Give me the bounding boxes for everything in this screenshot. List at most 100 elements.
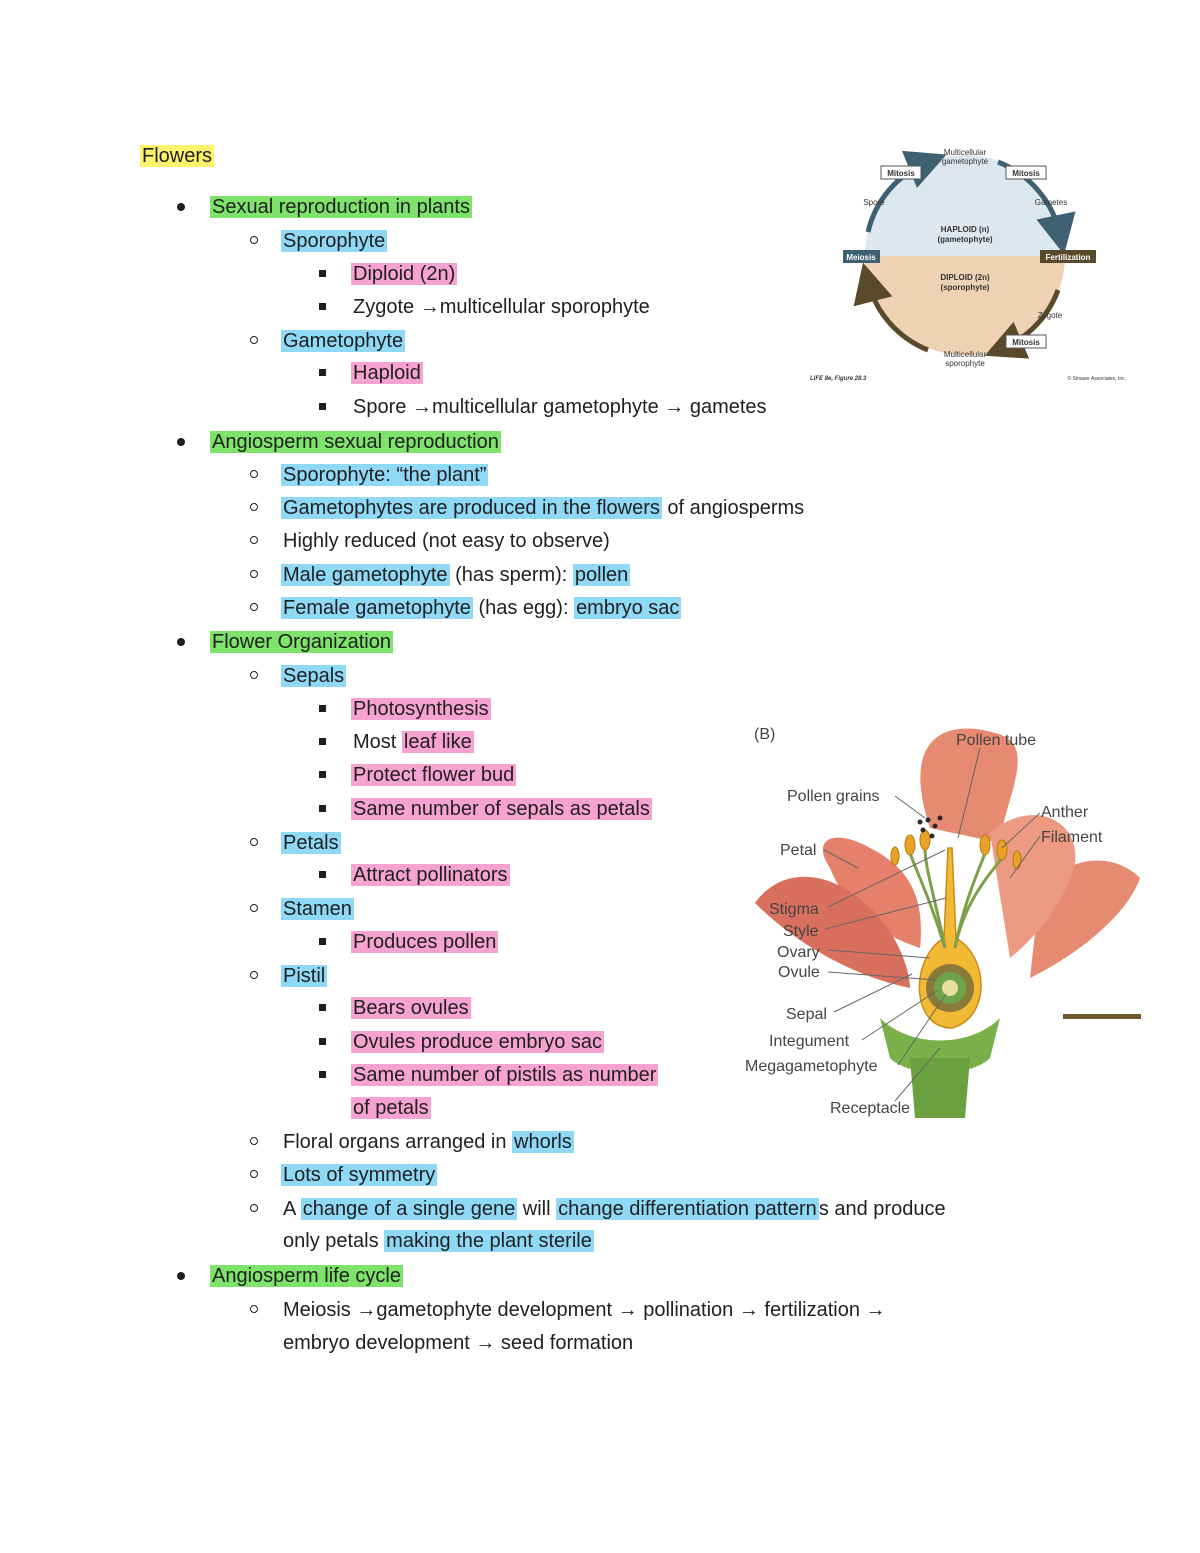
label-style: Style [783, 923, 819, 940]
label-lines [823, 747, 1041, 1102]
bullet-circle [250, 662, 260, 690]
item-pistil: Pistil [281, 962, 328, 990]
label-fertilization: Fertilization [1046, 253, 1091, 262]
figure-copyright: © Sinauer Associates, Inc. [1068, 375, 1126, 382]
item-text: Same number of sepals as petals [351, 798, 652, 820]
item-text: of petals [351, 1097, 431, 1119]
item-text: Sepals [281, 665, 347, 687]
label-gametes: Gametes [1035, 198, 1067, 207]
label-mc-gametophyte: Multicellular [944, 148, 987, 157]
bullet-dot [177, 193, 187, 221]
item-stamen: Stamen [281, 895, 354, 923]
bullet-circle [250, 461, 260, 489]
item-photo: Photosynthesis [351, 695, 491, 723]
bullet-square [319, 293, 329, 321]
label-sepal: Sepal [786, 1006, 827, 1023]
bullet-circle [250, 227, 260, 255]
item-text: Photosynthesis [351, 698, 491, 720]
item-text: Spore [353, 396, 412, 418]
item-text: (has egg): [472, 597, 575, 619]
item-text: Female gametophyte [281, 597, 473, 619]
heading-text: Flower Organization [210, 631, 393, 653]
item-text: Highly reduced (not easy to observe) [283, 530, 610, 552]
label-anther: Anther [1041, 804, 1089, 821]
label-meiosis: Meiosis [846, 253, 876, 262]
bullet-circle [250, 1128, 260, 1156]
item-text: Attract pollinators [351, 864, 510, 886]
label-zygote: Zygote [1038, 311, 1063, 320]
item-gametophyte: Gametophyte [281, 327, 406, 355]
item-same-sepals: Same number of sepals as petals [351, 795, 652, 823]
item-text: A [283, 1198, 301, 1220]
item-text: Male gametophyte [281, 564, 450, 586]
item-text: fertilization [758, 1299, 866, 1321]
item-change: A change of a single gene will change di… [283, 1195, 946, 1223]
item-floral: Floral organs arranged in whorls [283, 1128, 574, 1156]
item-same-pistils-cont: of petals [351, 1094, 431, 1122]
item-text: of angiosperms [661, 497, 805, 519]
item-text: Produces pollen [351, 931, 499, 953]
item-text: Bears ovules [351, 997, 471, 1019]
arrow-icon: → [419, 296, 440, 318]
item-text: Diploid (2n) [351, 263, 458, 285]
filaments [908, 847, 1004, 949]
bullet-circle [250, 1161, 260, 1189]
megagametophyte-shape [942, 980, 958, 996]
item-text: leaf like [401, 731, 474, 753]
item-diploid: Diploid (2n) [351, 260, 458, 288]
heading-life: Angiosperm life cycle [210, 1262, 403, 1290]
bullet-square [319, 359, 329, 387]
item-sporophyte: Sporophyte [281, 227, 388, 255]
bullet-dot [177, 628, 187, 656]
item-produces: Produces pollen [351, 928, 499, 956]
heading-text: Sexual reproduction in plants [210, 196, 472, 218]
label-megagametophyte: Megagametophyte [745, 1058, 878, 1075]
arrow-icon: → [865, 1299, 886, 1321]
bullet-square [319, 928, 329, 956]
item-text: Most [353, 731, 402, 753]
item-text: Sporophyte [281, 230, 388, 252]
item-same-pistils: Same number of pistils as number [351, 1061, 659, 1089]
item-life-2: embryo development → seed formation [283, 1329, 633, 1357]
item-text: Petals [281, 832, 341, 854]
item-text: Stamen [281, 898, 354, 920]
bullet-square [319, 994, 329, 1022]
title-text: Flowers [140, 145, 215, 167]
item-text: Zygote [353, 296, 420, 318]
item-text: only petals [283, 1230, 385, 1252]
heading-text: Angiosperm sexual reproduction [210, 431, 501, 453]
heading-angio: Angiosperm sexual reproduction [210, 428, 501, 456]
heading-org: Flower Organization [210, 628, 393, 656]
item-text: pollen [572, 564, 631, 586]
item-text: s and produce [818, 1198, 946, 1220]
label-integument: Integument [769, 1033, 850, 1050]
bullet-square [319, 260, 329, 288]
pollen-grains-shape [917, 815, 943, 839]
item-text: pollination [637, 1299, 739, 1321]
label-petal: Petal [780, 842, 816, 859]
item-text: change differentiation pattern [556, 1198, 819, 1220]
item-plant: Sporophyte: “the plant” [281, 461, 489, 489]
lifecycle-figure: Multicellular gametophyte Mitosis Mitosi… [808, 140, 1138, 388]
bullet-square [319, 393, 329, 421]
item-text: Meiosis [283, 1299, 357, 1321]
item-life-1: Meiosis →gametophyte development → polli… [283, 1296, 886, 1324]
label-pollen-grains: Pollen grains [787, 788, 880, 805]
bullet-square [319, 1061, 329, 1089]
bullet-square [319, 861, 329, 889]
item-text: whorls [512, 1131, 574, 1153]
item-text: Floral organs arranged in [283, 1131, 513, 1153]
item-text: gametophyte development [376, 1299, 618, 1321]
petal-left [822, 837, 921, 948]
item-text: Haploid [351, 362, 423, 384]
figure-caption: LIFE 8e, Figure 28.3 [810, 376, 867, 382]
item-bears: Bears ovules [351, 994, 471, 1022]
box-mitosis-left [880, 165, 922, 180]
petal-right-inner [990, 815, 1076, 958]
item-leaf: Most leaf like [353, 728, 474, 756]
item-zygote: Zygote →multicellular sporophyte [353, 293, 650, 321]
item-text: multicellular gametophyte [431, 396, 665, 418]
label-diploid-2: (sporophyte) [941, 283, 990, 292]
item-reduced: Highly reduced (not easy to observe) [283, 527, 610, 555]
item-text: Ovules produce embryo sac [351, 1031, 605, 1053]
